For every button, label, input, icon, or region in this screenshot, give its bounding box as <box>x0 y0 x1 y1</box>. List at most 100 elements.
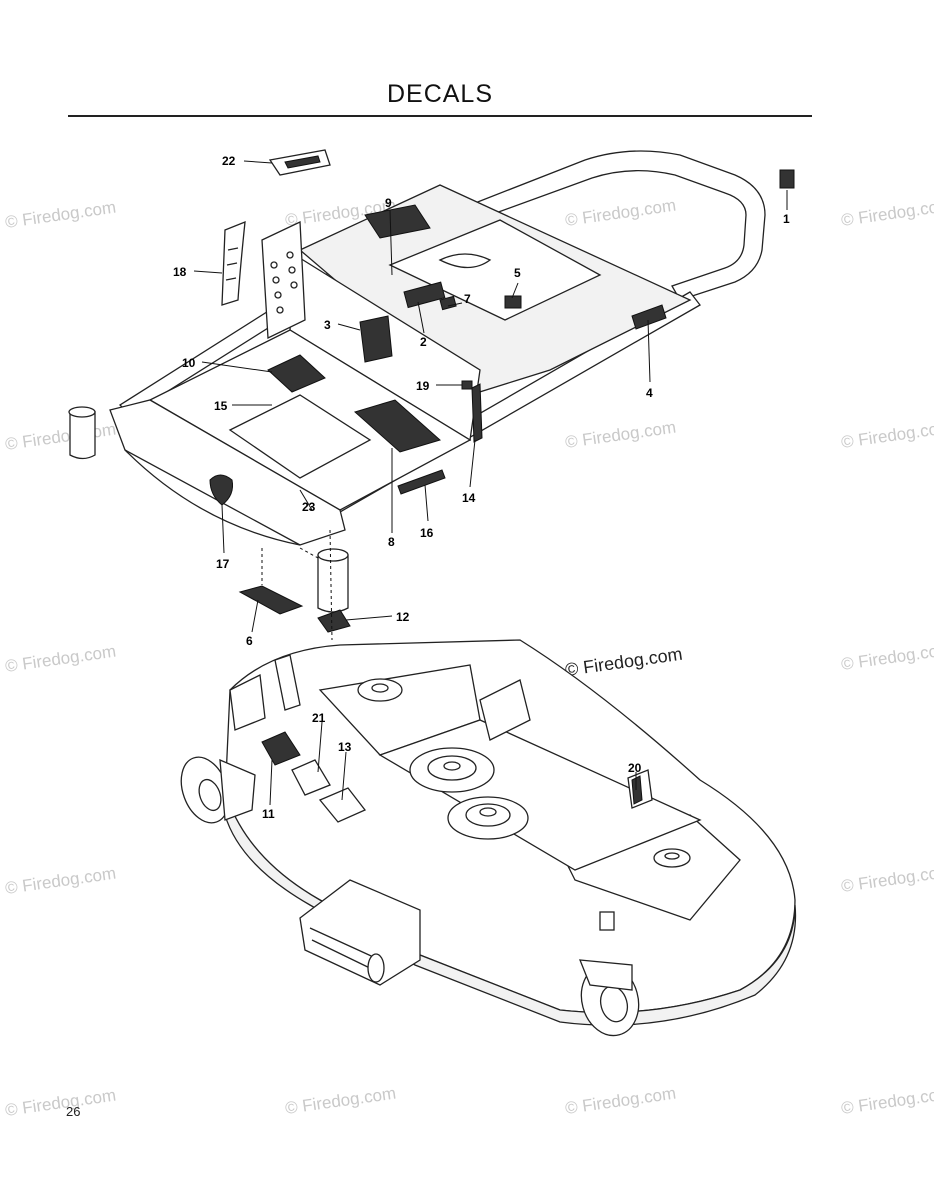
discharge-chute <box>299 879 421 986</box>
callout-4: 4 <box>646 386 653 400</box>
callout-21: 21 <box>312 711 326 725</box>
deck-bolt <box>599 911 615 931</box>
callout-18: 18 <box>173 265 187 279</box>
idler-pulley-hub <box>443 761 461 771</box>
callout-22: 22 <box>222 154 236 168</box>
bumper-edge <box>124 449 301 546</box>
decal-3-shape <box>359 315 393 363</box>
decal-13-shape <box>318 787 367 823</box>
front-caster-post-left <box>69 411 96 460</box>
watermark: © Firedog.com <box>840 196 934 230</box>
side-bracket <box>261 220 306 340</box>
callout-16: 16 <box>420 526 434 540</box>
leader-16 <box>424 484 429 522</box>
decal-14-shape <box>471 383 483 443</box>
frame-decals <box>209 149 795 633</box>
spindle-cap-left <box>371 683 389 693</box>
leader-21 <box>317 721 323 773</box>
deck-decals <box>261 731 643 823</box>
seat-mount-panel <box>388 219 602 321</box>
decal-7-shape <box>439 295 457 311</box>
decal-18-marks <box>225 247 239 281</box>
caster-post-top-left <box>68 406 96 418</box>
watermark: © Firedog.com <box>564 644 684 680</box>
decal-22-detail <box>284 155 321 169</box>
rear-caster-fork <box>579 959 633 991</box>
callout-5: 5 <box>514 266 521 280</box>
spindle-cap-right <box>664 852 680 860</box>
callout-15: 15 <box>214 399 228 413</box>
leader-7 <box>447 302 463 307</box>
left-caster-hub <box>198 778 222 812</box>
leader-13 <box>341 751 347 801</box>
decal-10-shape <box>267 354 326 393</box>
decal-2-shape <box>403 281 446 309</box>
decal-8-shape <box>353 399 442 453</box>
leader-12 <box>345 615 393 621</box>
callout-9: 9 <box>385 196 392 210</box>
watermark: © Firedog.com <box>4 1086 117 1120</box>
decal-1-shape <box>779 169 795 189</box>
seat-mount-cutout <box>438 253 492 269</box>
caster-axis-line <box>299 547 319 559</box>
mower-deck <box>180 639 797 1037</box>
watermark: © Firedog.com <box>840 640 934 674</box>
callout-10: 10 <box>182 356 196 370</box>
callout-20: 20 <box>628 761 642 775</box>
watermark: © Firedog.com <box>4 642 117 676</box>
decal-9-shape <box>364 204 431 239</box>
callout-1: 1 <box>783 212 790 226</box>
leader-14 <box>469 439 476 488</box>
decal-16-shape <box>397 469 446 495</box>
handle-loop <box>468 150 766 301</box>
leader-2 <box>417 301 425 334</box>
leader-18 <box>193 270 223 274</box>
drive-pulley-hub <box>479 807 497 817</box>
watermark: © Firedog.com <box>840 1084 934 1118</box>
watermark: © Firedog.com <box>284 1084 397 1118</box>
watermark: © Firedog.com <box>564 418 677 452</box>
decal-12-shape <box>317 609 351 633</box>
bracket-holes <box>270 251 298 314</box>
decal-20-shape <box>631 775 643 805</box>
watermark: © Firedog.com <box>4 864 117 898</box>
page-number: 26 <box>66 1104 81 1119</box>
decal-11-shape <box>261 731 301 766</box>
callout-6: 6 <box>246 634 253 648</box>
chute-roller <box>367 953 385 983</box>
deck-hanger-bracket-left <box>229 674 266 731</box>
decal-21-shape <box>291 759 331 796</box>
decal-15-mat <box>228 394 372 479</box>
deck-support-arm <box>274 654 301 711</box>
callout-11: 11 <box>262 807 275 821</box>
leader-3 <box>337 323 361 331</box>
callout-23: 23 <box>302 500 316 514</box>
decal-4-shape <box>631 304 667 330</box>
decal-6-shape <box>238 585 304 615</box>
leader-lines <box>193 160 788 806</box>
callout-2: 2 <box>420 335 427 349</box>
decal-5-shape <box>504 295 522 309</box>
decal-19-shape <box>461 380 473 390</box>
front-bumper <box>109 399 346 546</box>
callout-3: 3 <box>324 318 331 332</box>
leader-5 <box>511 282 519 299</box>
watermark: © Firedog.com <box>564 1084 677 1118</box>
tractor-frame <box>68 150 766 613</box>
watermark: © Firedog.com <box>4 420 117 454</box>
callout-7: 7 <box>464 292 471 306</box>
leader-22 <box>243 160 273 164</box>
callout-14: 14 <box>462 491 476 505</box>
title-rule <box>68 115 812 117</box>
leader-23 <box>299 489 313 511</box>
watermark: © Firedog.com <box>4 198 117 232</box>
watermark: © Firedog.com <box>840 862 934 896</box>
callout-13: 13 <box>338 740 352 754</box>
chute-ribs <box>309 927 381 973</box>
decal-17-logo <box>209 474 233 506</box>
watermark: © Firedog.com <box>840 418 934 452</box>
leader-4 <box>647 319 651 383</box>
leader-11 <box>269 759 273 806</box>
